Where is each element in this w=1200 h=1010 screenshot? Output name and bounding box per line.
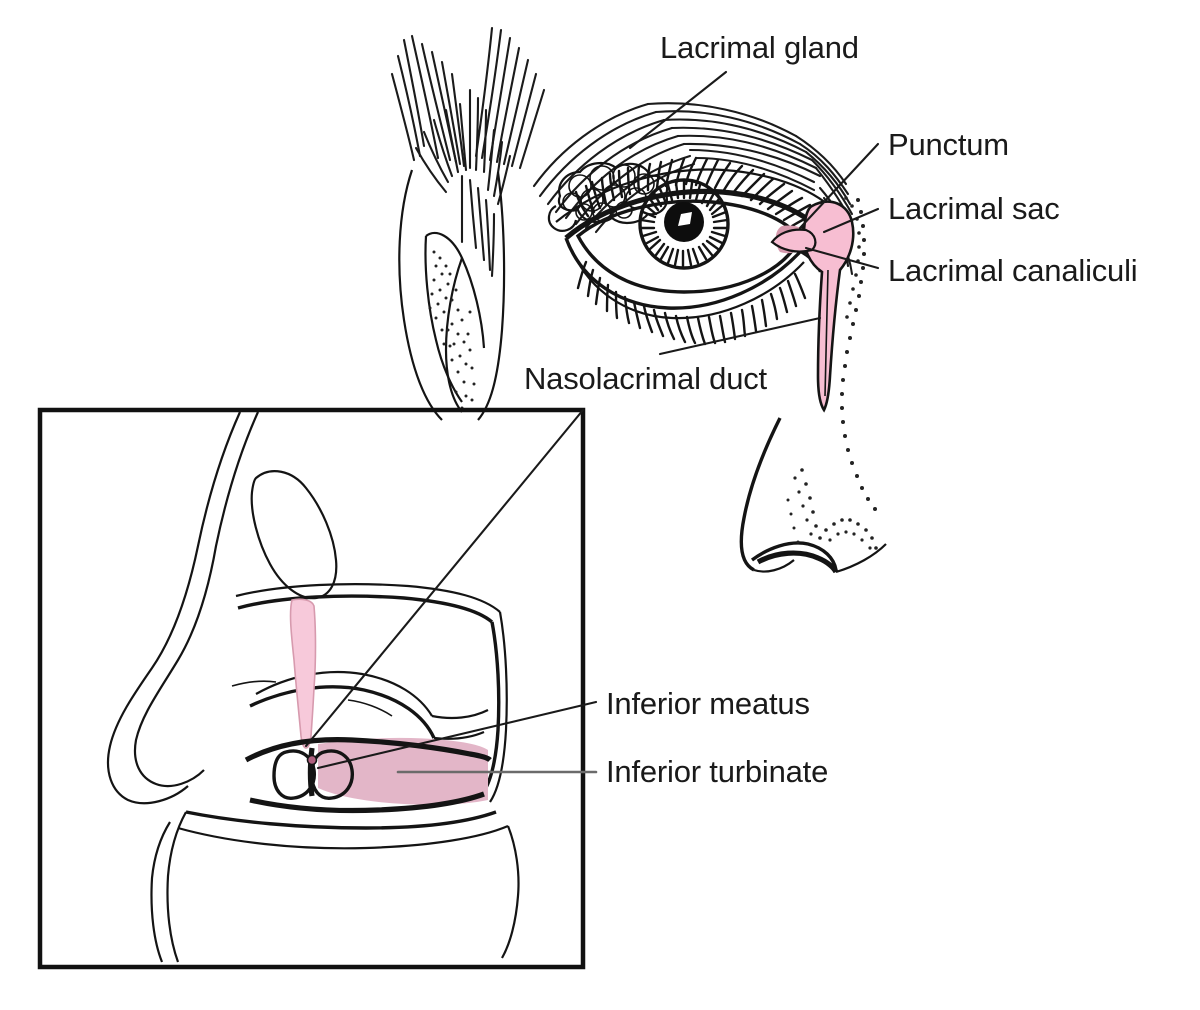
label-nasolacrimal-duct: Nasolacrimal duct <box>524 361 768 396</box>
middle-meatus-line <box>431 709 489 720</box>
lip-inner <box>166 811 187 963</box>
inset-frame <box>37 407 586 970</box>
nasolacrimal-duct-shape <box>289 598 317 749</box>
label-lacrimal-gland: Lacrimal gland <box>660 30 859 65</box>
nasal-cavity-inset <box>37 407 586 970</box>
iris-striations <box>639 180 729 268</box>
leader-lacrimal-sac <box>822 207 880 234</box>
label-inferior-meatus: Inferior meatus <box>606 686 810 721</box>
leader-lacrimal-gland <box>628 70 728 150</box>
turbinate-lower-edge <box>249 791 485 814</box>
leader-inferior-meatus <box>316 700 598 770</box>
temple-stipple <box>840 196 877 511</box>
leader-lines <box>304 70 880 774</box>
nose-bridge <box>739 417 782 572</box>
nose-outer-profile <box>106 411 242 805</box>
label-lacrimal-canaliculi: Lacrimal canaliculi <box>888 253 1137 288</box>
meatus-septum <box>307 747 315 797</box>
label-lacrimal-sac: Lacrimal sac <box>888 191 1060 226</box>
middle-turbinate-upper <box>255 670 433 717</box>
leader-nasolacrimal-duct-inset <box>304 408 585 748</box>
alar-crease <box>835 543 887 574</box>
cavity-guide-2 <box>347 699 393 717</box>
pharynx-wall <box>501 825 520 959</box>
nose-inner-profile <box>133 411 260 788</box>
hard-palate-lower <box>177 824 509 850</box>
pupil-highlight <box>678 212 692 226</box>
middle-turbinate-lower <box>249 685 436 739</box>
duct-opening <box>306 754 318 766</box>
lower-eyelashes <box>576 260 807 346</box>
hard-palate-upper <box>185 810 497 830</box>
ear <box>398 169 506 421</box>
nose-shading <box>786 468 878 550</box>
posterior-wall-inner <box>480 621 501 796</box>
nostril-opening <box>756 550 839 574</box>
nostril-rim <box>750 541 838 571</box>
lip-front <box>150 821 171 963</box>
nose-tip <box>753 559 795 573</box>
leader-punctum <box>798 142 880 230</box>
cavity-roof-lower <box>237 594 494 624</box>
face-contour <box>739 196 887 574</box>
turbinate-upper-edge <box>244 737 492 763</box>
leader-nasolacrimal-duct <box>658 316 822 356</box>
hair-tuft <box>390 26 546 278</box>
leader-lacrimal-canaliculi <box>804 246 880 270</box>
labels: Lacrimal gland Punctum Lacrimal sac Lacr… <box>524 30 1138 789</box>
label-inferior-turbinate: Inferior turbinate <box>606 754 828 789</box>
lacrimal-drainage-system <box>770 200 855 413</box>
label-punctum: Punctum <box>888 127 1009 162</box>
cavity-guide-1 <box>231 680 277 687</box>
ear-shading <box>428 250 476 410</box>
lacrimal-canaliculi <box>770 228 817 253</box>
cavity-roof-upper <box>235 583 501 613</box>
posterior-wall-outer <box>489 611 508 803</box>
